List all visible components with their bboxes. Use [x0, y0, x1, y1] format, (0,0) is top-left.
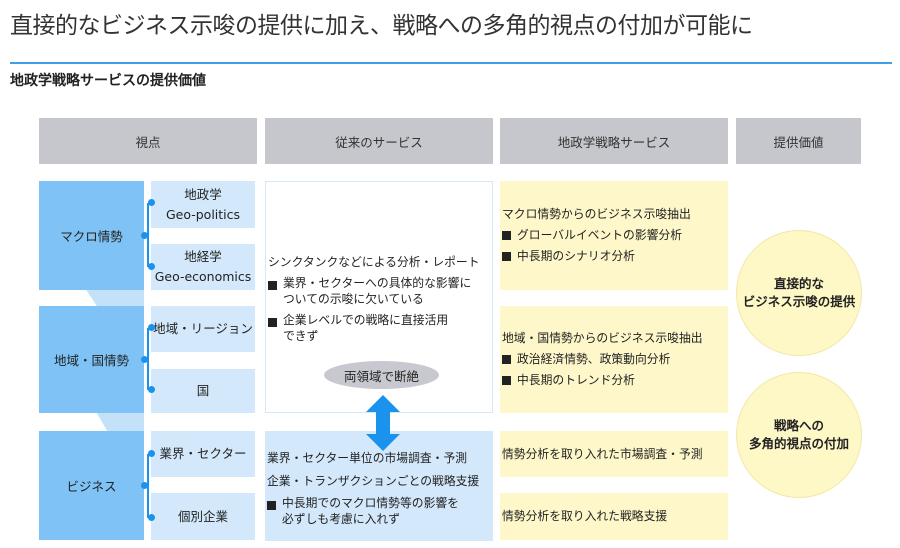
bullet-text: 業界・セクターへの具体的な影響に ついての示唆に欠いている: [283, 276, 472, 306]
perspective-connector-band: [96, 413, 144, 431]
bullet-text: 中長期のトレンド分析: [517, 373, 635, 387]
think-tank-heading: シンクタンクなどによる分析・レポート: [268, 255, 480, 269]
geo-service-macro: マクロ情勢からのビジネス示唆抽出 グローバルイベントの影響分析 中長期のシナリオ…: [500, 181, 728, 290]
geo-heading: 地域・国情勢からのビジネス示唆抽出: [502, 331, 703, 345]
sub-label-en: Geo-economics: [154, 269, 252, 284]
value-line: 多角的視点の付加: [748, 436, 849, 451]
conventional-business: 業界・セクター単位の市場調査・予測 企業・トランザクションごとの戦略支援 中長期…: [265, 431, 493, 541]
perspective-business: ビジネス: [39, 431, 144, 540]
connector-dot: [141, 482, 148, 489]
connector-dot: [148, 324, 155, 331]
header-value: 提供価値: [736, 118, 861, 164]
bullet-item: 中長期のシナリオ分析: [502, 246, 728, 267]
bullet-text: 中長期のシナリオ分析: [517, 249, 635, 263]
sub-label: 地域・リージョン: [153, 321, 253, 336]
bullet-item: 企業レベルでの戦略に直接活用 できず: [268, 312, 490, 344]
sub-industry: 業界・セクター: [151, 431, 255, 477]
bullet-square-icon: [502, 231, 511, 240]
header-perspective: 視点: [39, 118, 257, 164]
bullet-item: 中長期のトレンド分析: [502, 370, 728, 391]
sub-country: 国: [151, 369, 255, 413]
bullet-square-icon: [502, 355, 511, 364]
connector-dot: [141, 232, 148, 239]
bullet-square-icon: [502, 252, 511, 261]
gap-label-oval: 両領域で断絶: [324, 361, 439, 389]
sub-region: 地域・リージョン: [151, 306, 255, 352]
page-title: 直接的なビジネス示唆の提供に加え、戦略への多角的視点の付加が可能に: [10, 13, 753, 39]
perspective-region: 地域・国情勢: [39, 306, 144, 413]
bullet-square-icon: [267, 501, 276, 510]
perspective-macro: マクロ情勢: [39, 181, 144, 290]
connector-line: [147, 328, 149, 390]
connector-dot: [148, 514, 155, 521]
geo-heading: 情勢分析を取り入れた市場調査・予測: [502, 446, 703, 461]
double-arrow-icon: [366, 395, 400, 451]
geo-service-company: 情勢分析を取り入れた戦略支援: [500, 493, 728, 540]
value-circle-multi-perspective: 戦略への多角的視点の付加: [736, 372, 862, 498]
connector-dot: [148, 263, 155, 270]
sub-label: 業界・セクター: [159, 446, 247, 461]
header-conventional: 従来のサービス: [265, 118, 493, 164]
sub-company: 個別企業: [151, 493, 255, 540]
value-circle-direct-insight: 直接的なビジネス示唆の提供: [736, 230, 862, 356]
bullet-text: 政治経済情勢、政策動向分析: [517, 352, 671, 366]
connector-dot: [148, 386, 155, 393]
sub-label: 国: [196, 383, 210, 398]
sub-label: 個別企業: [177, 508, 228, 524]
bullet-item: グローバルイベントの影響分析: [502, 225, 728, 246]
bullet-item: 政治経済情勢、政策動向分析: [502, 349, 728, 370]
connector-dot: [148, 199, 155, 206]
perspective-connector-band: [86, 290, 144, 306]
connector-dot: [148, 450, 155, 457]
sub-label-en: Geo-politics: [165, 206, 241, 222]
value-line: ビジネス示唆の提供: [742, 294, 856, 309]
bullet-square-icon: [268, 318, 277, 327]
business-line: 企業・トランザクションごとの戦略支援: [267, 474, 480, 488]
bullet-item: 業界・セクターへの具体的な影響に ついての示唆に欠いている: [268, 275, 490, 307]
bullet-square-icon: [502, 376, 511, 385]
header-geo-service: 地政学戦略サービス: [500, 118, 728, 164]
bullet-square-icon: [268, 281, 277, 290]
business-line: 業界・セクター単位の市場調査・予測: [267, 451, 468, 465]
value-line: 戦略への: [773, 418, 824, 433]
geo-service-industry: 情勢分析を取り入れた市場調査・予測: [500, 431, 728, 477]
geo-heading: 情勢分析を取り入れた戦略支援: [502, 509, 668, 523]
connector-dot: [141, 356, 148, 363]
connector-line: [147, 454, 149, 518]
geo-service-region: 地域・国情勢からのビジネス示唆抽出 政治経済情勢、政策動向分析 中長期のトレンド…: [500, 306, 728, 413]
section-subtitle: 地政学戦略サービスの提供価値: [10, 73, 206, 89]
conventional-think-tank: シンクタンクなどによる分析・レポート 業界・セクターへの具体的な影響に ついての…: [265, 181, 493, 413]
title-divider: [10, 62, 892, 64]
sub-geopolitics: 地政学 Geo-politics: [151, 181, 255, 228]
sub-label: 地経学: [184, 249, 222, 264]
bullet-text: グローバルイベントの影響分析: [517, 228, 683, 242]
value-line: 直接的な: [773, 276, 824, 291]
bullet-text: 中長期でのマクロ情勢等の影響を 必ずしも考慮に入れず: [282, 496, 459, 526]
bullet-text: 企業レベルでの戦略に直接活用 できず: [283, 313, 449, 343]
sub-geoeconomics: 地経学 Geo-economics: [151, 244, 255, 290]
connector-line: [147, 203, 149, 267]
bullet-item: 中長期でのマクロ情勢等の影響を 必ずしも考慮に入れず: [267, 495, 491, 527]
geo-heading: マクロ情勢からのビジネス示唆抽出: [502, 207, 691, 221]
sub-label: 地政学: [184, 186, 222, 202]
